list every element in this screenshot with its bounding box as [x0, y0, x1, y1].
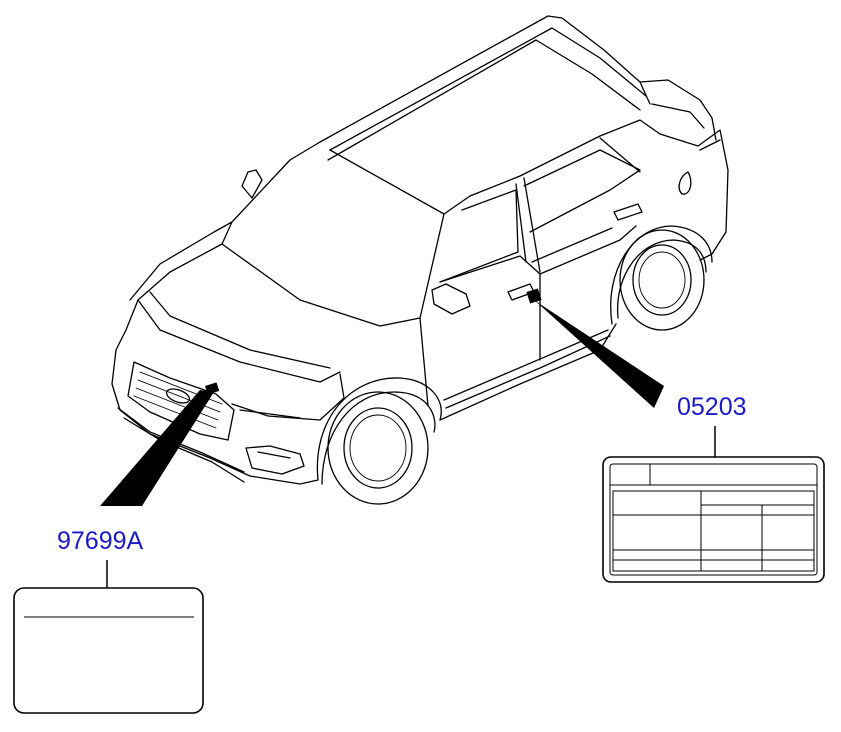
label-card-97699A: [13, 587, 204, 714]
label-card-05203: [602, 456, 825, 583]
callout-97699A[interactable]: 97699A: [57, 527, 144, 555]
leader-05203: [532, 298, 664, 408]
door-label-location: [526, 288, 542, 304]
callout-05203[interactable]: 05203: [677, 393, 747, 421]
leader-97699A: [100, 390, 214, 506]
vehicle-illustration: [111, 15, 729, 505]
